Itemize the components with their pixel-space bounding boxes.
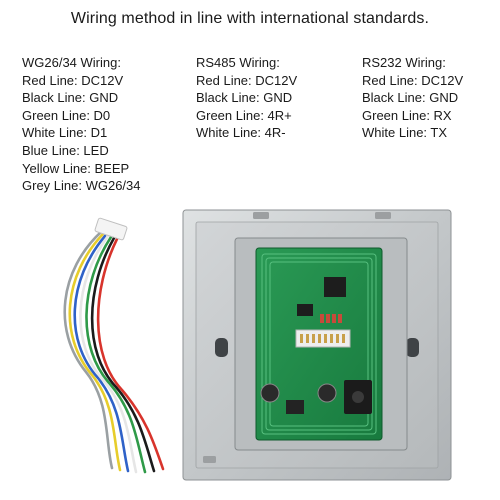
wire-green [85, 235, 147, 474]
wg-green-line: Green Line: D0 [22, 107, 111, 123]
rs232-white-line: White Line: TX [362, 125, 448, 141]
reader-frame [234, 237, 408, 451]
buzzer [344, 380, 372, 414]
wire-grey [63, 230, 114, 470]
resistors [320, 314, 342, 323]
plate-tab-bottom [203, 456, 216, 463]
wg-blue-line: Blue Line: LED [22, 142, 109, 158]
rs485-white-line: White Line: 4R- [196, 125, 286, 141]
chip-large [324, 277, 346, 297]
rs485-red-line: Red Line: DC12V [196, 72, 298, 88]
wg26-34-wiring-title: WG26/34 Wiring: [22, 55, 121, 70]
rs232-red-line: Red Line: DC12V [362, 72, 464, 88]
wg-black-line: Black Line: GND [22, 90, 119, 106]
rs232-green-line: Green Line: RX [362, 107, 452, 123]
metal-plate [182, 209, 452, 481]
wg-white-line: White Line: D1 [22, 125, 108, 141]
rs232-black-line: Black Line: GND [362, 90, 459, 106]
pin-header-pins [300, 334, 345, 343]
wg-yellow-line: Yellow Line: BEEP [22, 160, 130, 176]
chip-small [297, 304, 313, 316]
antenna-traces [261, 253, 377, 435]
buzzer-hole [352, 391, 364, 403]
wire-blue [73, 234, 130, 473]
wg-grey-line: Grey Line: WG26/34 [22, 178, 141, 194]
wire-connector [94, 217, 128, 241]
plate-inner-panel [195, 221, 439, 469]
plate-tab-top-left [253, 212, 269, 219]
wire-yellow [68, 232, 122, 472]
rs485-black-line: Black Line: GND [196, 90, 293, 106]
capacitor-left [260, 383, 280, 403]
headline: Wiring method in line with international… [70, 10, 430, 27]
pin-header [295, 329, 351, 348]
rs485-green-line: Green Line: 4R+ [196, 107, 292, 123]
wg26-34-wiring-column: WG26/34 Wiring: Red Line: DC12V Black Li… [22, 54, 141, 195]
circuit-board [255, 247, 383, 441]
regulator [286, 400, 304, 414]
plate-tab-top-right [375, 212, 391, 219]
rs485-wiring-title: RS485 Wiring: [196, 55, 280, 70]
wire-black [90, 236, 156, 473]
rs232-wiring-column: RS232 Wiring: Red Line: DC12V Black Line… [362, 54, 463, 142]
plate-slot-right [406, 338, 419, 357]
wg-red-line: Red Line: DC12V [22, 72, 124, 88]
rs232-wiring-title: RS232 Wiring: [362, 55, 446, 70]
capacitor-right [317, 383, 337, 403]
plate-slot-left [215, 338, 228, 357]
wire-harness [63, 230, 165, 474]
wire-white [79, 234, 138, 474]
rs485-wiring-column: RS485 Wiring: Red Line: DC12V Black Line… [196, 54, 297, 142]
wire-red [96, 237, 165, 471]
